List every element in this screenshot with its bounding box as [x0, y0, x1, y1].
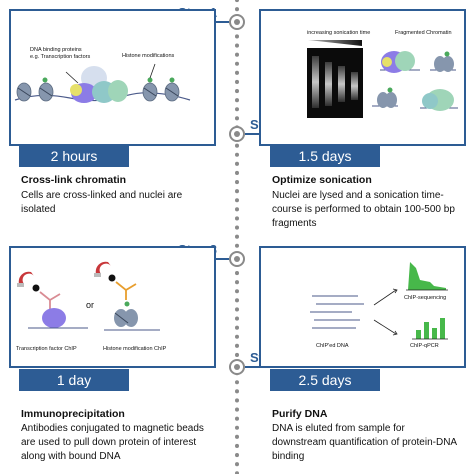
chip-seq-annotation: ChIP-sequencing [404, 295, 447, 301]
histone-modifications-annotation: Histone modifications [122, 53, 175, 59]
step-2-duration-badge: 1.5 days [270, 145, 380, 167]
step-4-node [229, 359, 245, 375]
step-3-title: Immunoprecipitation [21, 408, 125, 420]
dna-fragments-icon [310, 295, 364, 329]
step-3-node [229, 251, 245, 267]
magnet-icon [17, 271, 40, 292]
step-1-description: Cells are cross-linked and nuclei are is… [21, 190, 183, 215]
step-1-duration-badge: 2 hours [19, 145, 129, 167]
chiped-dna-annotation: ChIP'ed DNA [316, 343, 349, 349]
step-4-title: Purify DNA [272, 408, 328, 420]
step-4-description: DNA is eluted from sample for downstream… [272, 423, 457, 462]
step-4-duration-badge: 2.5 days [270, 369, 380, 391]
step-2-node [229, 126, 245, 142]
step-2-description: Nuclei are lysed and a sonication time-c… [272, 190, 455, 229]
gel-icon [307, 48, 363, 118]
or-label: or [86, 300, 95, 310]
step-2-title: Optimize sonication [272, 174, 372, 186]
sonication-time-annotation: increasing sonication time [307, 30, 371, 36]
histone-chip-annotation: Histone modification ChIP [103, 346, 167, 352]
chip-qpcr-annotation: ChIP-qPCR [410, 343, 439, 349]
step-4-card [259, 246, 466, 368]
step-1-node [229, 14, 245, 30]
tf-chip-annotation: Transcription factor ChIP [16, 346, 77, 352]
antibody-icon [39, 291, 61, 310]
step-1-title: Cross-link chromatin [21, 174, 127, 186]
chip-seq-peak-icon [406, 262, 448, 291]
dna-binding-proteins-annotation: DNA binding proteins e.g. Transcription … [30, 47, 91, 60]
step-3-duration-badge: 1 day [19, 369, 129, 391]
bar-chart-icon [416, 318, 445, 339]
step-3-description: Antibodies conjugated to magnetic beads … [21, 423, 204, 462]
step-3-card [9, 246, 216, 368]
fragmented-chromatin-annotation: Fragmented Chromatin [395, 30, 452, 36]
